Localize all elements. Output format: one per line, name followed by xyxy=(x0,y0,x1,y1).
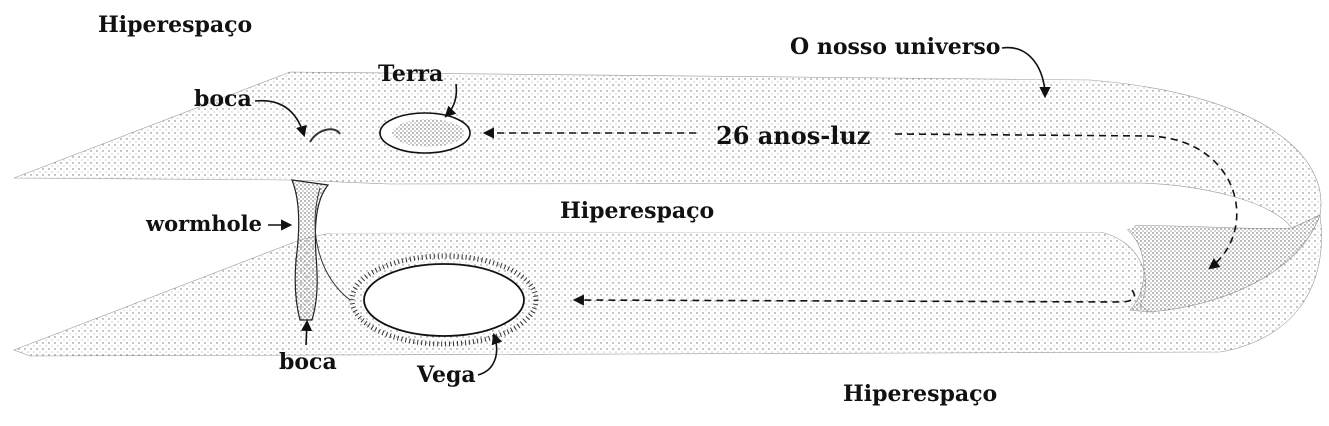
hyperspace-label-middle: Hiperespaço xyxy=(560,198,715,224)
mouth-top-label: boca xyxy=(194,86,252,112)
hyperspace-gap xyxy=(300,186,1143,233)
mouth-bottom-label: boca xyxy=(279,349,337,375)
mouth-top-pointer xyxy=(254,99,307,138)
hyperspace-label-bottom: Hiperespaço xyxy=(843,381,998,407)
vega-disc xyxy=(363,263,525,337)
vega-halo xyxy=(349,253,539,347)
our-universe-pointer xyxy=(1001,46,1051,99)
wormhole-throat-right xyxy=(314,187,351,301)
mouth-top-shadow xyxy=(309,128,341,143)
lower-universe-sheet xyxy=(13,214,1322,357)
vega-label: Vega xyxy=(417,362,476,388)
wormhole-label: wormhole xyxy=(146,211,262,236)
mouth-bottom-pointer xyxy=(301,319,313,346)
earth-pointer xyxy=(444,83,458,118)
upper-universe-sheet xyxy=(13,71,1322,229)
our-universe-label: O nosso universo xyxy=(790,34,1001,60)
earth-surface xyxy=(392,119,464,147)
distance-path-loop xyxy=(894,133,1238,270)
hyperspace-label-top: Hiperespaço xyxy=(98,12,253,38)
distance-path-lower xyxy=(572,289,1136,306)
distance-label: 26 anos-luz xyxy=(716,121,871,150)
earth-label: Terra xyxy=(378,61,444,87)
vega-pointer xyxy=(477,332,503,376)
